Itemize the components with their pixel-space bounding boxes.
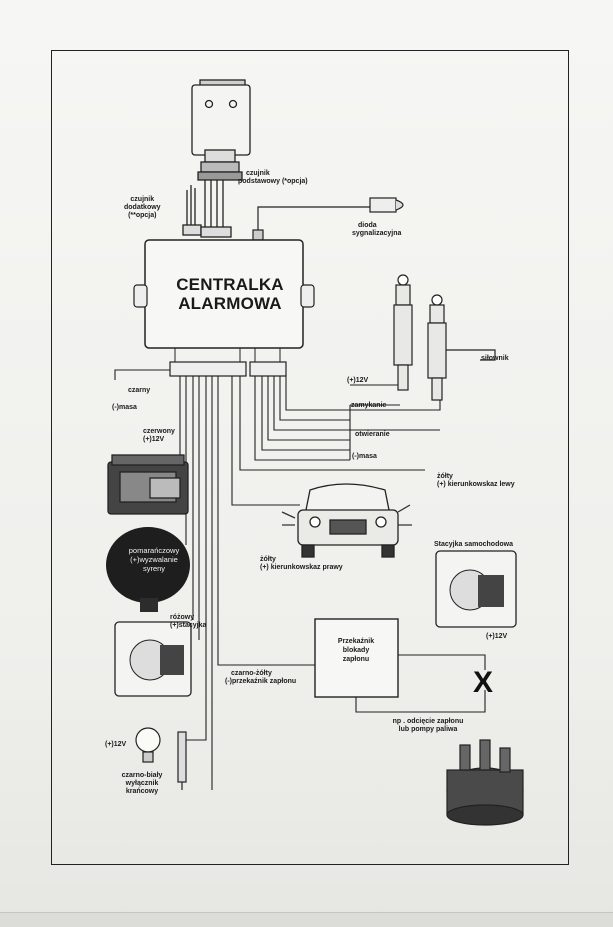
bulb-and-limit-switch xyxy=(135,727,187,790)
page-bottom-edge xyxy=(0,912,613,927)
actuator-1 xyxy=(393,274,413,391)
relay-label: Przekaźnik blokady zapłonu xyxy=(337,638,375,663)
cross-mark: X xyxy=(473,666,493,699)
relay-box xyxy=(314,618,399,698)
label-actuator: siłownik xyxy=(481,355,509,362)
label-plus12-bottom: (+)12V xyxy=(105,741,127,748)
label-black-yellow: czarno-żółty (-)przekaźnik zapłonu xyxy=(225,670,297,685)
label-aux-sensor: czujnik dodatkowy (**opcja) xyxy=(124,196,161,219)
actuator-2 xyxy=(427,294,447,401)
label-plus12-mid: (+)12V xyxy=(486,633,508,640)
label-siren: pomarańczowy (+)wyzwalanie syreny xyxy=(128,546,180,573)
label-yellow-right: żółty (+) kierunkowskaz prawy xyxy=(260,556,343,571)
sensor-bundles xyxy=(182,180,232,238)
label-black: czarny xyxy=(128,387,151,394)
car-illustration xyxy=(281,483,412,558)
label-ground-right: (-)masa xyxy=(352,453,377,460)
distributor-illustration xyxy=(446,739,524,826)
siren-illustration xyxy=(106,527,190,612)
label-plus12-top: (+)12V xyxy=(347,377,369,384)
label-yellow-left: żółty (+) kierunkowskaz lewy xyxy=(437,473,515,488)
label-pink: różowy (+)stacyjka xyxy=(170,614,207,629)
label-basic-sensor: czujnik podstawowy (*opcja) xyxy=(238,170,308,185)
control-unit-title: CENTRALKA ALARMOWA xyxy=(150,275,310,313)
main-connector xyxy=(169,361,247,377)
lock-wires xyxy=(254,376,441,461)
label-locking: zamykanie xyxy=(351,402,387,409)
label-cutoff: np . odcięcie zapłonu lub pompy paliwa xyxy=(392,718,464,733)
control-unit-title-line1: CENTRALKA xyxy=(176,275,284,294)
diagram-frame xyxy=(51,50,569,865)
battery-illustration xyxy=(107,454,189,515)
label-ground-left: (-)masa xyxy=(112,404,137,411)
label-black-white: czarno-biały wyłącznik krańcowy xyxy=(121,772,163,795)
lock-connector xyxy=(249,361,287,377)
label-led: dioda sygnalizacyjna xyxy=(352,222,402,237)
label-unlocking: otwieranie xyxy=(355,431,390,438)
led-assembly xyxy=(252,197,404,242)
label-ignition-switch: Stacyjka samochodowa xyxy=(434,541,513,548)
label-red: czerwony (+)12V xyxy=(143,428,175,443)
control-unit-title-line2: ALARMOWA xyxy=(178,294,282,313)
main-wires xyxy=(114,369,425,790)
shock-sensor-module xyxy=(191,79,251,181)
